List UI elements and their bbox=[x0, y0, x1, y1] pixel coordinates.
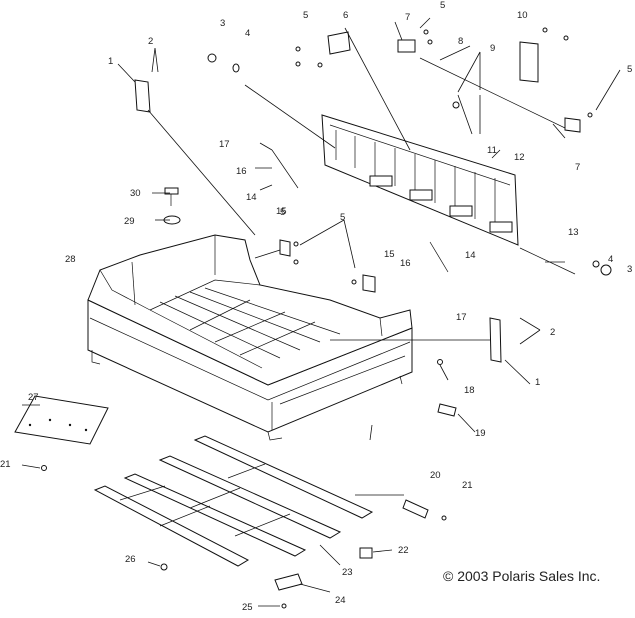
callout-3-right: 3 bbox=[627, 264, 632, 275]
callout-10: 10 bbox=[517, 10, 528, 21]
callout-14-left: 14 bbox=[246, 192, 257, 203]
callout-29: 29 bbox=[124, 216, 135, 227]
callout-13: 13 bbox=[568, 227, 579, 238]
callout-16-right: 16 bbox=[400, 258, 411, 269]
callout-7-top: 7 bbox=[405, 12, 410, 23]
callout-27: 27 bbox=[28, 392, 39, 403]
callout-23: 23 bbox=[342, 567, 353, 578]
callout-12: 12 bbox=[514, 152, 525, 163]
callout-28: 28 bbox=[65, 254, 76, 265]
callout-30: 30 bbox=[130, 188, 141, 199]
callout-1-right: 1 bbox=[535, 377, 540, 388]
callout-11: 11 bbox=[487, 145, 497, 156]
callout-17-left: 17 bbox=[219, 139, 230, 150]
callout-16-left: 16 bbox=[236, 166, 247, 177]
callout-1-left: 1 bbox=[108, 56, 113, 67]
callout-6: 6 bbox=[343, 10, 348, 21]
callout-25: 25 bbox=[242, 602, 253, 613]
callout-7-bottom: 7 bbox=[575, 162, 580, 173]
hardware bbox=[41, 27, 612, 609]
callout-17-right: 17 bbox=[456, 312, 467, 323]
callout-20: 20 bbox=[430, 470, 441, 481]
callout-3-left: 3 bbox=[220, 18, 225, 29]
tailgate bbox=[321, 114, 519, 246]
cargo-box bbox=[87, 234, 413, 441]
callout-14-right: 14 bbox=[465, 250, 476, 261]
callout-22: 22 bbox=[398, 545, 409, 556]
callout-19: 19 bbox=[475, 428, 486, 439]
callout-5-right: 5 bbox=[627, 64, 632, 75]
copyright-notice: © 2003 Polaris Sales Inc. bbox=[443, 568, 601, 584]
callout-24: 24 bbox=[335, 595, 346, 606]
leader-lines bbox=[21, 17, 621, 607]
callout-15-right: 15 bbox=[384, 249, 395, 260]
skid-frame bbox=[93, 435, 374, 567]
callout-9: 9 bbox=[490, 43, 495, 54]
floor-mat bbox=[14, 395, 109, 445]
callout-21-left: 21 bbox=[0, 459, 11, 470]
callout-15-left: 15 bbox=[276, 206, 287, 217]
callout-18: 18 bbox=[464, 385, 475, 396]
callout-2-right: 2 bbox=[550, 327, 555, 338]
callout-5-top: 5 bbox=[303, 10, 308, 21]
callout-21-right: 21 bbox=[462, 480, 473, 491]
callout-4-right: 4 bbox=[608, 254, 613, 265]
callout-2-left: 2 bbox=[148, 36, 153, 47]
callout-8: 8 bbox=[458, 36, 463, 47]
callout-26: 26 bbox=[125, 554, 136, 565]
callout-5-top-right: 5 bbox=[440, 0, 445, 11]
callout-5-mid: 5 bbox=[340, 212, 345, 223]
callout-5-mid-left: 5 bbox=[280, 207, 285, 218]
callout-4-left: 4 bbox=[245, 28, 250, 39]
